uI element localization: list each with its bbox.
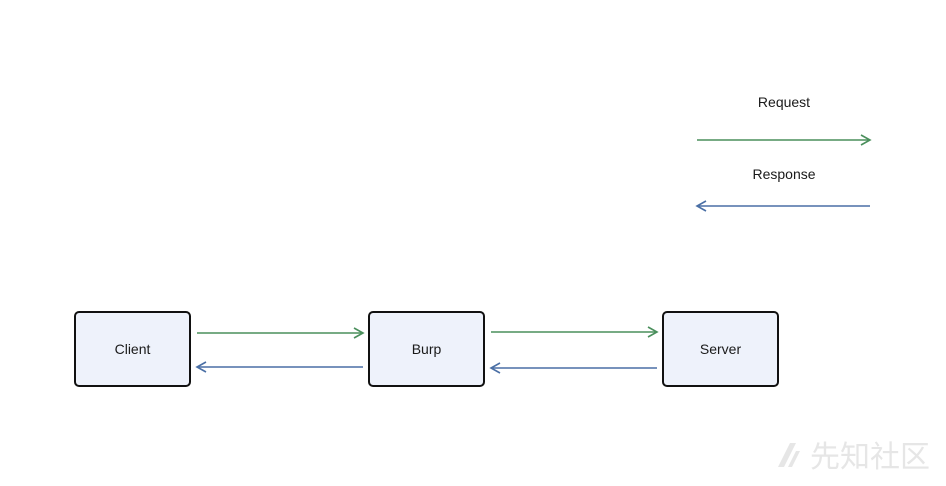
watermark: 先知社区 (774, 432, 930, 476)
burp-node-label: Burp (411, 341, 442, 357)
watermark-text: 先知社区 (810, 440, 930, 475)
watermark-logo-icon (778, 443, 800, 467)
burp-node: Burp (368, 311, 485, 387)
legend-response-label: Response (752, 166, 816, 182)
server-node: Server (662, 311, 779, 387)
client-node-label: Client (114, 341, 151, 357)
legend-request-label: Request (757, 94, 811, 110)
client-node: Client (74, 311, 191, 387)
server-node-label: Server (699, 341, 742, 357)
